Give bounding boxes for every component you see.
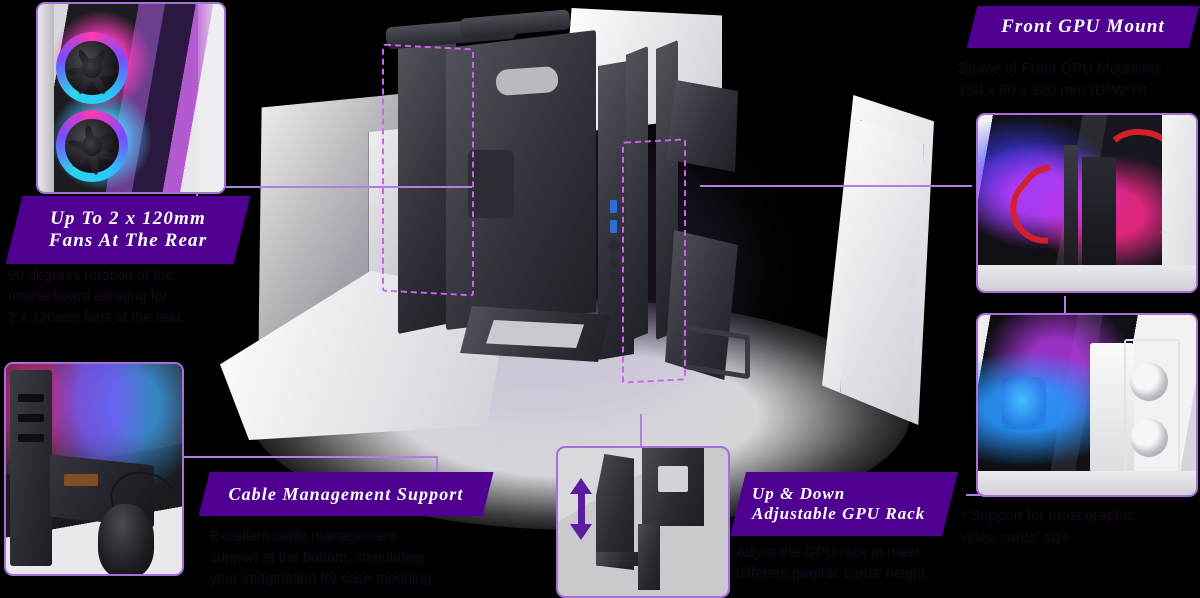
callout-rear-fans-description: 90 degrees rotation of the motherboard a… <box>8 266 240 329</box>
callout-gpu-rack-banner: Up & Down Adjustable GPU Rack <box>730 472 958 536</box>
front-gpu-desc-line-1: Space of Front GPU Mounting: <box>958 60 1164 77</box>
callout-cable-management-title: Cable Management Support <box>228 483 464 504</box>
callout-gpu-rack-title-1: Up & Down <box>752 484 846 503</box>
white-base-lower <box>978 471 1196 495</box>
gpu-shroud-edge <box>1124 339 1180 485</box>
base-rail-cutout <box>486 320 584 348</box>
gpu-rack-window <box>658 466 688 492</box>
gpu-note-line-1: * Support for most graphic <box>960 507 1135 524</box>
gpu-fan-lower <box>1130 419 1168 457</box>
case-edge-left <box>38 4 54 192</box>
connector-gpu-rack <box>640 414 642 448</box>
callout-cable-management-description: Excellent cable management support at th… <box>210 527 500 590</box>
gpu-rack-desc-line-1: Adjust the GPU rack to meet <box>736 545 920 561</box>
frame-vent-3 <box>18 434 44 442</box>
usb-c-port <box>609 288 619 294</box>
fan-center-bottom <box>81 135 103 157</box>
arrow-head-up <box>570 478 592 494</box>
highlight-front-gpu-area <box>622 138 686 384</box>
gpu-rack-post <box>638 524 660 590</box>
cable-desc-line-3: your imagination for case modding. <box>210 571 436 588</box>
callout-front-gpu-banner: Front GPU Mount <box>966 6 1200 48</box>
frame-cutout-large <box>495 65 559 97</box>
psu-label <box>64 474 98 486</box>
highlight-rear-fan-area <box>382 43 474 297</box>
rear-fans-desc-line-2: motherboard allowing for <box>8 289 168 306</box>
cable-desc-line-2: support at the bottom, stimulating <box>210 550 425 567</box>
callout-front-gpu-description: Space of Front GPU Mounting: 150 x 60 x … <box>958 58 1200 102</box>
rgb-fan-top <box>56 32 128 104</box>
panel-front-gpu-loop[interactable] <box>976 113 1198 293</box>
gpu-bracket-floating <box>666 80 738 172</box>
callout-front-gpu-title: Front GPU Mount <box>1001 16 1165 37</box>
audio-jack-1 <box>610 258 618 266</box>
callout-rear-fans-banner: Up To 2 x 120mm Fans At The Rear <box>5 196 251 264</box>
connector-cable-management-v <box>436 456 438 484</box>
callout-cable-management-banner: Cable Management Support <box>198 472 494 516</box>
callout-gpu-rack-description: Adjust the GPU rack to meet different gr… <box>736 543 986 585</box>
waterblock-glow <box>1002 377 1046 429</box>
gpu-rack-bracket <box>596 454 634 570</box>
gpu-bracket-lower <box>665 230 738 380</box>
arrow-shaft <box>577 492 585 526</box>
callout-gpu-size-note: * Support for most graphic video cards' … <box>960 505 1200 549</box>
connector-cable-management <box>180 456 438 458</box>
gpu-fan-upper <box>1130 363 1168 401</box>
connector-white-gpu <box>1064 296 1066 324</box>
audio-jack-2 <box>610 272 618 280</box>
frame-cutout-square <box>468 150 514 218</box>
connector-rear-fans-h <box>196 186 472 188</box>
glass-edge-right <box>198 4 224 192</box>
usb-port-1 <box>610 200 617 213</box>
vertical-gpu-card <box>1082 157 1116 265</box>
white-base <box>978 265 1196 291</box>
fan-center-top <box>81 57 103 79</box>
frame-vent-2 <box>18 414 44 422</box>
updown-arrow <box>570 478 592 540</box>
rear-fans-desc-line-3: 2 x 120mm fans at the rear. <box>8 310 185 327</box>
fan-hub-top <box>65 41 119 96</box>
gpu-rack-desc-line-2: different graphic cards' height. <box>736 566 930 583</box>
panel-cable-management[interactable] <box>4 362 184 576</box>
callout-rear-fans-title-1: Up To 2 x 120mm <box>50 208 206 229</box>
galax-graphics-card <box>1090 343 1134 477</box>
connector-front-gpu <box>700 185 972 187</box>
gpu-rack-shelf <box>596 552 644 566</box>
cable-desc-line-1: Excellent cable management <box>210 529 397 545</box>
exploded-chassis-render <box>210 0 970 560</box>
panel-white-gpu[interactable] <box>976 313 1198 497</box>
right-fin-1 <box>626 46 648 342</box>
mouse-device <box>98 504 154 574</box>
rgb-fan-bottom <box>56 110 128 182</box>
power-button <box>608 240 620 252</box>
usb-port-2 <box>610 220 617 233</box>
panel-rgb-fans[interactable] <box>36 2 226 194</box>
front-gpu-desc-line-2: 150 x 60 x 320 mm (D*W*H) <box>958 81 1148 99</box>
callout-rear-fans-title-2: Fans At The Rear <box>48 230 208 251</box>
arrow-head-down <box>570 524 592 540</box>
rear-fans-desc-line-1: 90 degrees rotation of the <box>8 268 174 284</box>
panel-gpu-rack[interactable] <box>556 446 730 598</box>
io-strip <box>1064 145 1078 267</box>
gpu-note-line-2: video cards' size <box>960 528 1071 546</box>
white-side-panel <box>1162 115 1196 291</box>
callout-gpu-rack-title-2: Adjustable GPU Rack <box>752 504 926 523</box>
case-frame-left <box>10 370 52 566</box>
frame-vent-1 <box>18 394 44 402</box>
